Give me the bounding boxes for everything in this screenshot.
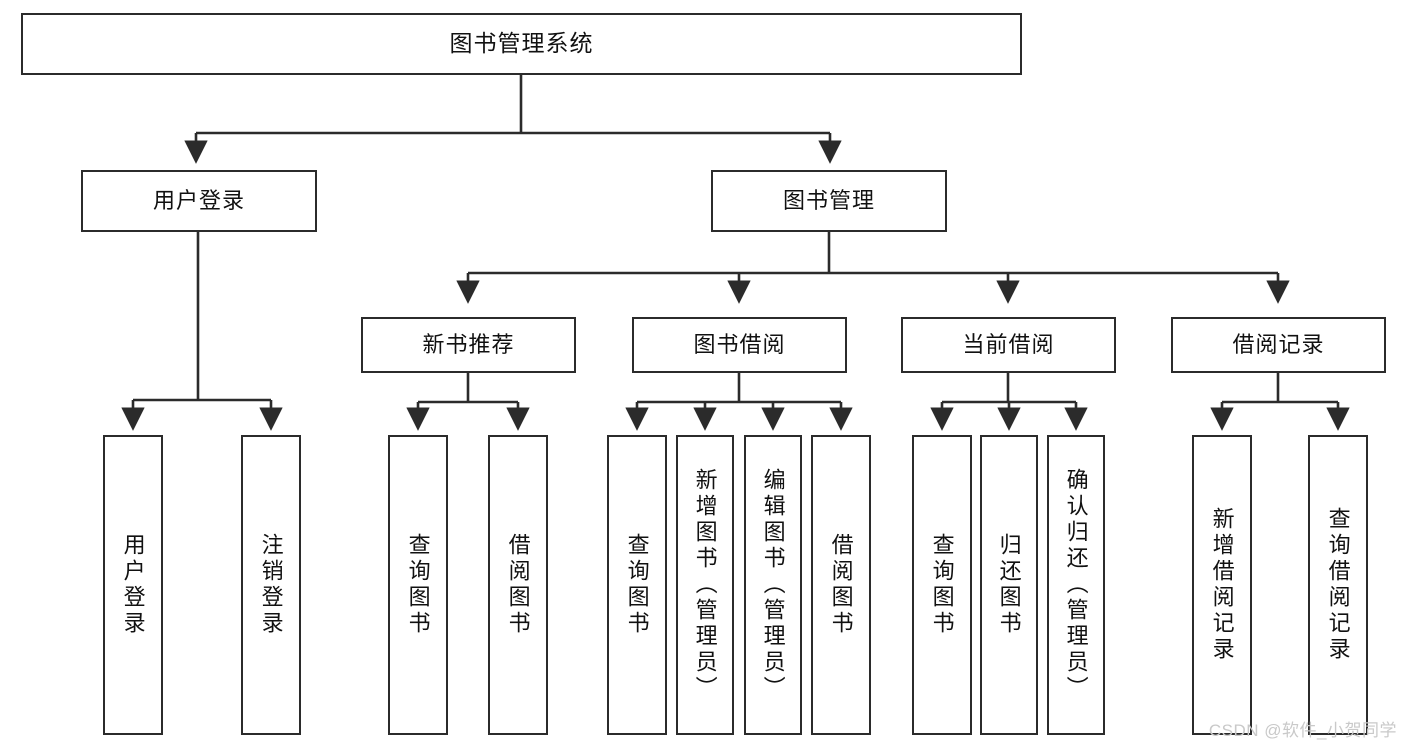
node-root-label: 图书管理系统	[449, 30, 594, 57]
node-leaf-query-book-2-label: 查询图书	[624, 533, 650, 637]
node-leaf-logout[interactable]: 注销登录	[241, 435, 301, 735]
node-leaf-add-record-label: 新增借阅记录	[1209, 507, 1235, 663]
node-book-borrow[interactable]: 图书借阅	[632, 317, 847, 373]
node-leaf-confirm-return-label: 确认归还（管理员）	[1063, 468, 1089, 702]
node-leaf-query-book-2[interactable]: 查询图书	[607, 435, 667, 735]
node-leaf-confirm-return[interactable]: 确认归还（管理员）	[1047, 435, 1105, 735]
node-new-book-recommend[interactable]: 新书推荐	[361, 317, 576, 373]
node-leaf-borrow-book-1[interactable]: 借阅图书	[488, 435, 548, 735]
node-leaf-return-book-label: 归还图书	[996, 533, 1022, 637]
node-leaf-query-book-3[interactable]: 查询图书	[912, 435, 972, 735]
node-book-manage-label: 图书管理	[782, 187, 875, 213]
node-borrow-record[interactable]: 借阅记录	[1171, 317, 1386, 373]
node-leaf-return-book[interactable]: 归还图书	[980, 435, 1038, 735]
node-leaf-logout-label: 注销登录	[258, 533, 284, 637]
csdn-watermark: CSDN @软件_小贺同学	[1208, 721, 1397, 740]
node-leaf-borrow-book-2-label: 借阅图书	[828, 533, 854, 637]
node-leaf-add-book[interactable]: 新增图书（管理员）	[676, 435, 734, 735]
node-leaf-query-book-1[interactable]: 查询图书	[388, 435, 448, 735]
node-leaf-borrow-book-1-label: 借阅图书	[505, 533, 531, 637]
node-leaf-query-record-label: 查询借阅记录	[1325, 507, 1351, 663]
node-user-login[interactable]: 用户登录	[81, 170, 317, 232]
node-leaf-query-book-3-label: 查询图书	[929, 533, 955, 637]
node-current-borrow[interactable]: 当前借阅	[901, 317, 1116, 373]
node-book-manage[interactable]: 图书管理	[711, 170, 947, 232]
node-book-borrow-label: 图书借阅	[693, 331, 786, 357]
node-leaf-edit-book[interactable]: 编辑图书（管理员）	[744, 435, 802, 735]
node-leaf-add-record[interactable]: 新增借阅记录	[1192, 435, 1252, 735]
node-leaf-query-book-1-label: 查询图书	[405, 533, 431, 637]
node-leaf-user-login-label: 用户登录	[120, 533, 146, 637]
node-root[interactable]: 图书管理系统	[21, 13, 1022, 75]
node-leaf-query-record[interactable]: 查询借阅记录	[1308, 435, 1368, 735]
node-new-book-recommend-label: 新书推荐	[422, 331, 515, 357]
node-leaf-add-book-label: 新增图书（管理员）	[692, 468, 718, 702]
node-current-borrow-label: 当前借阅	[962, 331, 1055, 357]
node-borrow-record-label: 借阅记录	[1232, 331, 1325, 357]
node-user-login-label: 用户登录	[152, 187, 245, 213]
node-leaf-borrow-book-2[interactable]: 借阅图书	[811, 435, 871, 735]
node-leaf-edit-book-label: 编辑图书（管理员）	[760, 468, 786, 702]
node-leaf-user-login[interactable]: 用户登录	[103, 435, 163, 735]
